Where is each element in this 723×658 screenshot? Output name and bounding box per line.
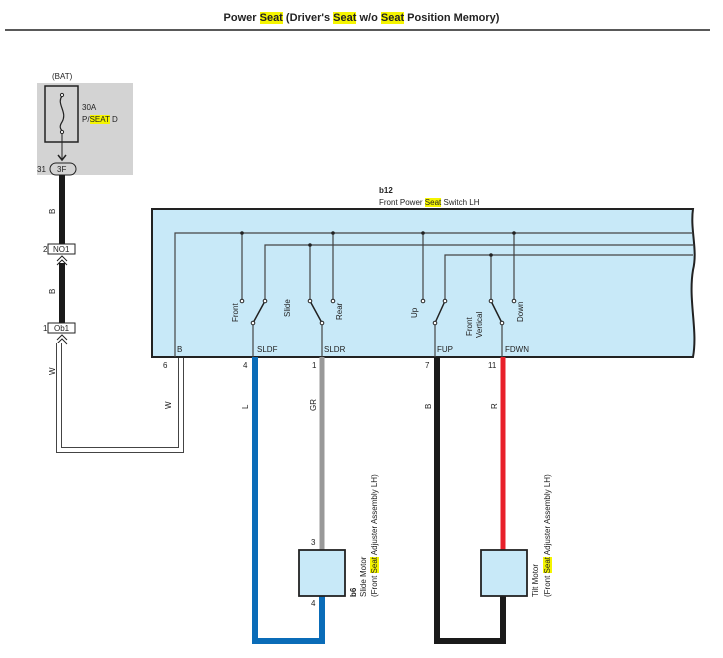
connector-no1 [47, 243, 76, 255]
wire-color-label: W [48, 367, 57, 375]
fuse-terminal [59, 92, 65, 98]
assembly-highlight: Seat [543, 556, 552, 574]
connector-no1-name: NO1 [53, 245, 70, 254]
wire-b-black [434, 357, 506, 644]
tilt-motor-assembly: (Front Seat Adjuster Assembly LH) [543, 474, 552, 597]
fuse-name-highlight: SEAT [89, 115, 110, 124]
switch-name: Front Power Seat Switch LH [379, 198, 480, 207]
contact-label-front-vertical: Vertical [475, 311, 484, 338]
connector-ob1-pin: 1 [43, 324, 48, 333]
wire-w-fill [57, 343, 183, 452]
wire-color-label: R [490, 403, 499, 409]
contact-label-rear: Rear [335, 302, 344, 320]
wire-color-label: W [164, 401, 173, 409]
assembly-text: (Front [543, 573, 552, 597]
title-highlight: Seat [380, 12, 405, 24]
wire-color-label: B [48, 288, 57, 294]
switch-internal-lines [174, 232, 693, 357]
contact-label-slide: Slide [283, 299, 292, 317]
fuse-terminal [59, 129, 65, 135]
junction-block [37, 83, 133, 175]
connector-3f-pin: 31 [37, 165, 46, 174]
connector-3f-name: 3F [57, 165, 67, 174]
slide-motor-pin-bottom: 4 [311, 599, 316, 608]
pin-number: 11 [488, 361, 497, 370]
slide-motor-name: Slide Motor [359, 556, 368, 597]
title-highlight: Seat [333, 12, 357, 24]
switch-name-text: Switch LH [441, 198, 480, 207]
slide-motor-assembly: (Front Seat Adjuster Assembly LH) [370, 474, 379, 597]
title-text: Power [223, 12, 260, 24]
wire-color-label: B [48, 208, 57, 214]
title-text: Position Memory) [404, 12, 500, 24]
contact-label-down: Down [516, 301, 525, 322]
wire-l-blue [252, 357, 325, 644]
junction-dots [240, 231, 516, 257]
pin-number: 1 [312, 361, 317, 370]
contact-label-front: Front [231, 303, 240, 322]
assembly-text: Adjuster Assembly LH) [543, 474, 552, 557]
slide-motor-id: b6 [349, 587, 358, 597]
terminal-sldr: SLDR [324, 345, 346, 354]
assembly-text: (Front [370, 573, 379, 597]
contact-label-up: Up [410, 307, 419, 318]
wire-color-label: B [424, 403, 433, 409]
assembly-highlight: Seat [370, 556, 379, 574]
title-text: (Driver's [282, 12, 334, 24]
contact-label-front-vertical: Front [465, 317, 474, 336]
title-highlight: Seat [259, 12, 283, 24]
terminal-b: B [177, 345, 183, 354]
fuse-source: (BAT) [52, 72, 73, 81]
switch-contacts [239, 298, 517, 326]
fuse-name-text: D [109, 115, 118, 124]
fuse-name-text: P/ [82, 115, 90, 124]
terminal-fdwn: FDWN [505, 345, 529, 354]
switch-name-text: Front Power [379, 198, 425, 207]
pin-number: 7 [425, 361, 430, 370]
arrow-icon [57, 154, 67, 162]
connector-ob1-name: Ob1 [54, 324, 70, 333]
fuse-icon [59, 95, 65, 132]
chevron-connector-icon [56, 255, 68, 266]
wire-color-label: GR [309, 399, 318, 411]
slide-motor-box [298, 549, 346, 597]
connector-ob1 [47, 322, 76, 334]
connector-no1-pin: 2 [43, 245, 48, 254]
chevron-connector-icon [56, 334, 68, 345]
wire-color-label: L [241, 404, 250, 409]
pin-number: 6 [163, 361, 168, 370]
fuse-name: P/SEAT D [82, 115, 118, 124]
title-text: w/o [356, 12, 381, 24]
wire-w [56, 343, 184, 453]
fuse-rating: 30A [82, 103, 97, 112]
slide-motor-pin-top: 3 [311, 538, 316, 547]
tilt-motor-name: Tilt Motor [531, 563, 540, 597]
switch-name-highlight: Seat [424, 198, 442, 207]
pin-number: 4 [243, 361, 248, 370]
assembly-text: Adjuster Assembly LH) [370, 474, 379, 557]
terminal-fup: FUP [437, 345, 453, 354]
terminal-sldf: SLDF [257, 345, 278, 354]
switch-id: b12 [379, 186, 393, 195]
tilt-motor-box [480, 549, 528, 597]
page-title: Power Seat (Driver's Seat w/o Seat Posit… [0, 12, 723, 24]
